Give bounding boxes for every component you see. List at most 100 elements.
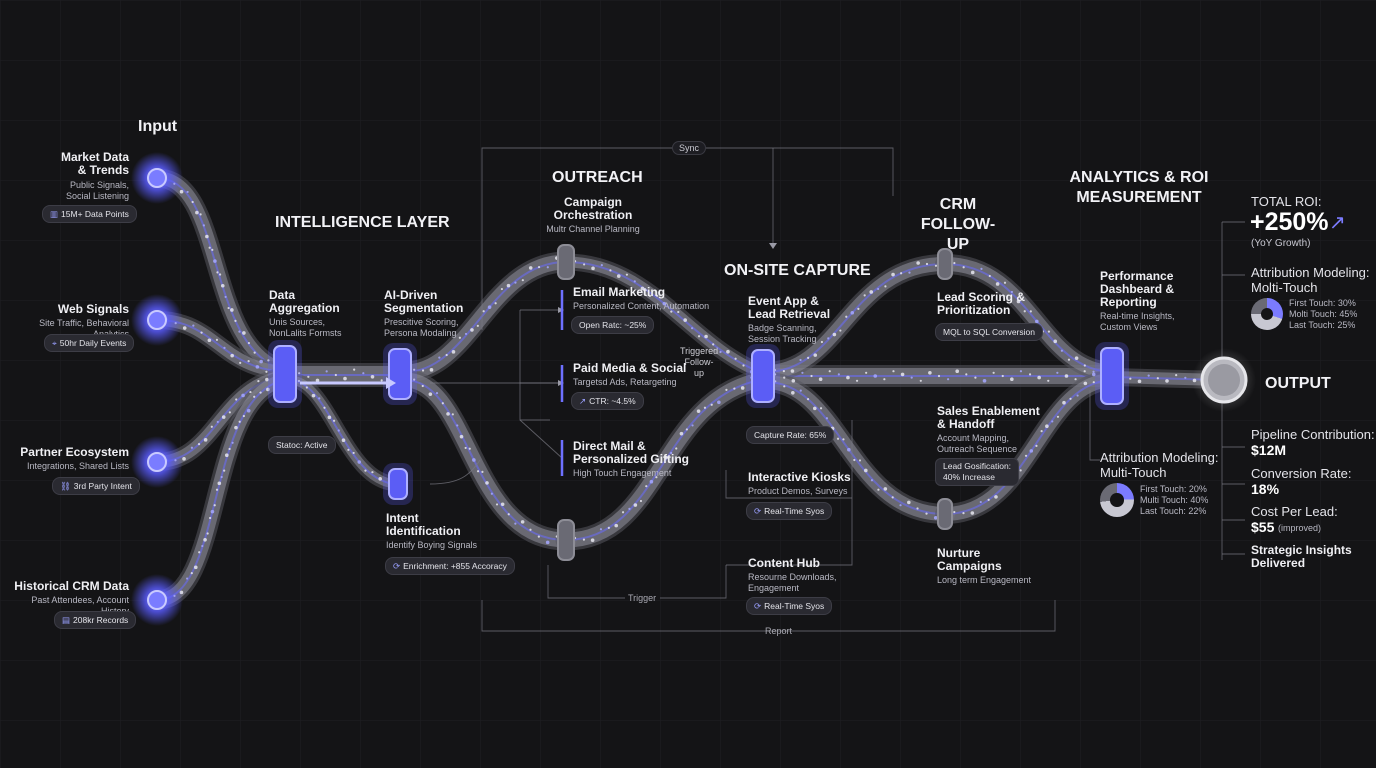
mail-title: Direct Mail & Personalized Gifting [573,439,690,466]
input-crm-title: Historical CRM Data [14,579,129,593]
paid-badge-text: CTR: ~4.5% [589,396,636,406]
particle [485,481,489,485]
crm-lower-node [937,498,953,530]
input-partner-badge-text: 3rd Party Intent [73,481,132,491]
particle [900,372,905,377]
particle [249,390,252,394]
particle [221,415,226,419]
particle [216,271,219,274]
particle [224,295,227,299]
orchestration-title: Campaign Orchestration [553,195,633,222]
particle [828,370,831,373]
dashboard-sub: Real-time Insights, Custom Views [1100,311,1175,332]
particle [199,213,202,216]
particle [215,488,219,491]
particle [857,307,860,310]
particle [215,338,219,341]
particle [1010,377,1014,382]
particle [1069,397,1072,400]
intelligence-stage-title: INTELLIGENCE LAYER [275,214,450,231]
particle [1156,377,1159,380]
particle [200,331,203,334]
particle [962,512,965,515]
particle [253,395,256,398]
pipeline-label: Pipeline Contribution: [1251,427,1375,442]
particle [234,425,238,430]
input-market-sub: Public Signals, Social Listening [65,180,129,201]
particle [186,577,189,580]
particle [213,504,216,507]
cpl-note: (improved) [1278,523,1322,533]
particle [1064,374,1069,378]
particle [459,434,464,439]
particle [298,372,301,375]
particle [1003,281,1007,284]
particle [546,266,549,269]
particle [445,353,448,357]
input-web-title: Web Signals [57,302,129,316]
particle [832,332,837,337]
connector-line [481,147,672,330]
paid-sub: Targetsd Ads, Retargeting [573,377,677,387]
content-hub-sub: Resourne Downloads, Engagement [748,572,837,593]
particle [742,364,745,367]
particle [371,471,374,474]
particle [970,511,975,515]
particle [197,443,201,446]
arrow-head [769,243,777,249]
particle [353,368,356,371]
particle [846,375,850,380]
connector-line [481,600,1056,632]
particle [783,376,786,379]
particle [955,369,960,374]
particle [910,376,913,379]
particle [726,349,730,354]
particle [487,305,492,309]
particle [937,374,941,378]
particle [675,447,678,450]
particle [965,373,968,376]
aggregation-sub: Unis Sources, NonLalits Formsts [269,317,342,338]
particle [719,350,722,354]
attribution-out-line-3: Last Touch: 25% [1289,320,1356,330]
input-crm-badge-text: 208kr Records [73,615,129,625]
particle [362,372,365,375]
particle [464,332,468,336]
particle [441,402,444,405]
particle [691,424,694,427]
particle [323,406,326,409]
email-title: Email Marketing [573,285,666,299]
particle [380,379,383,382]
particle [807,356,810,360]
particle [1016,299,1021,304]
particle [370,375,375,379]
input-web-badge: ⌖50hr Daily Events [44,334,135,352]
paid-badge: ↗CTR: ~4.5% [571,392,644,410]
segmentation-sub: Prescitive Scoring, Persona Modaling [384,317,459,338]
sync-icon: ⟳ [754,601,762,611]
particle [202,224,205,227]
particle [1147,374,1150,377]
segmentation-title: AI-Driven Segmentation [384,288,464,315]
particle [645,485,648,488]
particle [230,353,234,358]
particle [806,398,810,401]
particle [494,302,497,305]
particle [203,438,208,442]
kiosks-badge-text: Real-Time Syos [764,506,825,516]
particle [428,392,433,396]
particle [810,374,813,378]
particle [982,379,987,383]
particle [337,429,340,432]
particle [1035,319,1039,324]
connector-line [1089,390,1100,461]
input-market-title: Market Data & Trends [60,150,129,177]
particle [495,503,499,506]
attribution-out-title: Attribution Modeling: Molti-Touch [1251,265,1370,295]
particle [231,441,234,444]
particle [230,308,234,312]
particle [481,470,484,473]
attribution-mid-line-2: Multi Touch: 40% [1140,495,1209,505]
particle [228,447,231,451]
particle [679,431,684,436]
